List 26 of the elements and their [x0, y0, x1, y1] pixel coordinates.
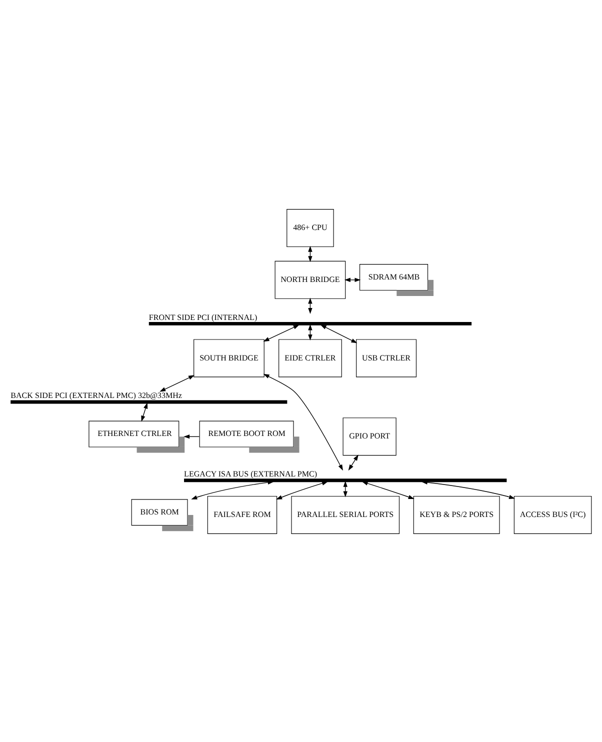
node-box: PARALLEL SERIAL PORTS — [291, 495, 400, 534]
node-label: FRONT SIDE PCI (INTERNAL) — [148, 312, 258, 322]
arrow — [276, 480, 328, 499]
arrow — [184, 434, 200, 438]
arrow — [362, 480, 414, 499]
arrow — [263, 373, 344, 470]
node-box: KEYB & PS/2 PORTS — [413, 495, 500, 534]
node-label: LEGACY ISA BUS (EXTERNAL PMC) — [184, 468, 318, 478]
node-box — [184, 478, 507, 482]
node-label: BACK SIDE PCI (EXTERNAL PMC) 32b@33MHz — [10, 390, 182, 400]
node-box: USB CTRLER — [356, 338, 417, 377]
node-box — [148, 321, 472, 325]
arrow — [263, 324, 300, 342]
node-box: SOUTH BRIDGE — [194, 338, 264, 377]
node-box: 486+ CPU — [286, 208, 334, 247]
node-box: FAILSAFE ROM — [207, 495, 278, 534]
arrow — [421, 480, 516, 498]
arrow — [320, 324, 358, 343]
arrow — [191, 480, 274, 499]
arrow — [348, 454, 358, 470]
arrow — [160, 374, 195, 392]
node-box: NORTH BRIDGE — [274, 260, 346, 298]
node-box: ACCESS BUS (I²C) — [514, 495, 592, 534]
node-box: GPIO PORT — [342, 417, 396, 456]
node-box — [10, 400, 288, 404]
node-box: EIDE CTRLER — [278, 338, 342, 377]
